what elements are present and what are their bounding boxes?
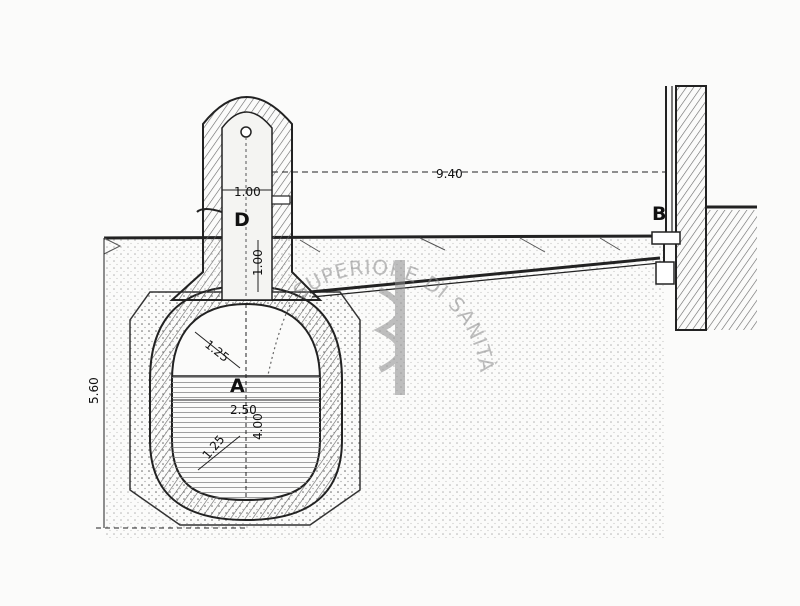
- supply-pipe: [309, 256, 661, 294]
- dimension-lines: [96, 171, 666, 529]
- building-wall: [651, 85, 707, 331]
- dim-horizontal: 9.40: [436, 167, 463, 181]
- label-d: D: [234, 209, 250, 231]
- inlet-spout: [267, 304, 291, 376]
- dim-total-depth: 5.60: [87, 377, 101, 404]
- pump-eye: [240, 126, 252, 138]
- label-a: A: [230, 375, 245, 397]
- dim-chamber-width: 2.50: [230, 403, 257, 417]
- label-b: B: [652, 203, 666, 225]
- shaft-interior: [221, 111, 273, 301]
- dim-chamber-height: 4.00: [251, 413, 265, 440]
- dim-shaft-width: 1.00: [234, 185, 261, 199]
- dim-shaft-height: 1.00: [251, 249, 265, 276]
